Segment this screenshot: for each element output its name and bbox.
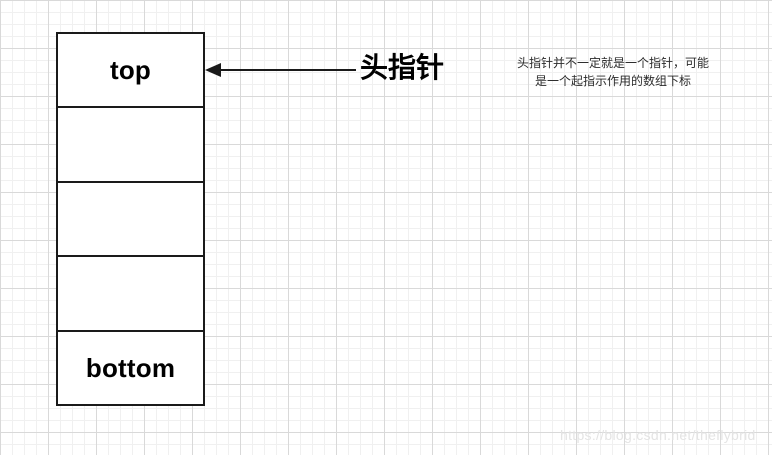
stack-cell-label-top: top [109,55,152,86]
watermark-url: https://blog.csdn.net/theflybrid [560,427,756,443]
annotation-line-1: 头指针并不一定就是一个指针，可能 [516,56,709,70]
head-pointer-arrow-icon [205,63,356,77]
stack-cell-1 [58,108,203,183]
stack-container: top bottom [56,32,205,406]
head-pointer-label: 头指针 [360,52,445,83]
stack-cell-top: top [58,34,203,109]
stack-cell-bottom: bottom [58,331,203,405]
stack-cell-2 [58,182,203,258]
stack-cell-label-bottom: bottom [85,352,176,383]
head-pointer-annotation: 头指针并不一定就是一个指针，可能 是一个起指示作用的数组下标 [480,54,746,90]
stack-cell-3 [58,257,203,332]
annotation-line-2: 是一个起指示作用的数组下标 [534,74,691,88]
